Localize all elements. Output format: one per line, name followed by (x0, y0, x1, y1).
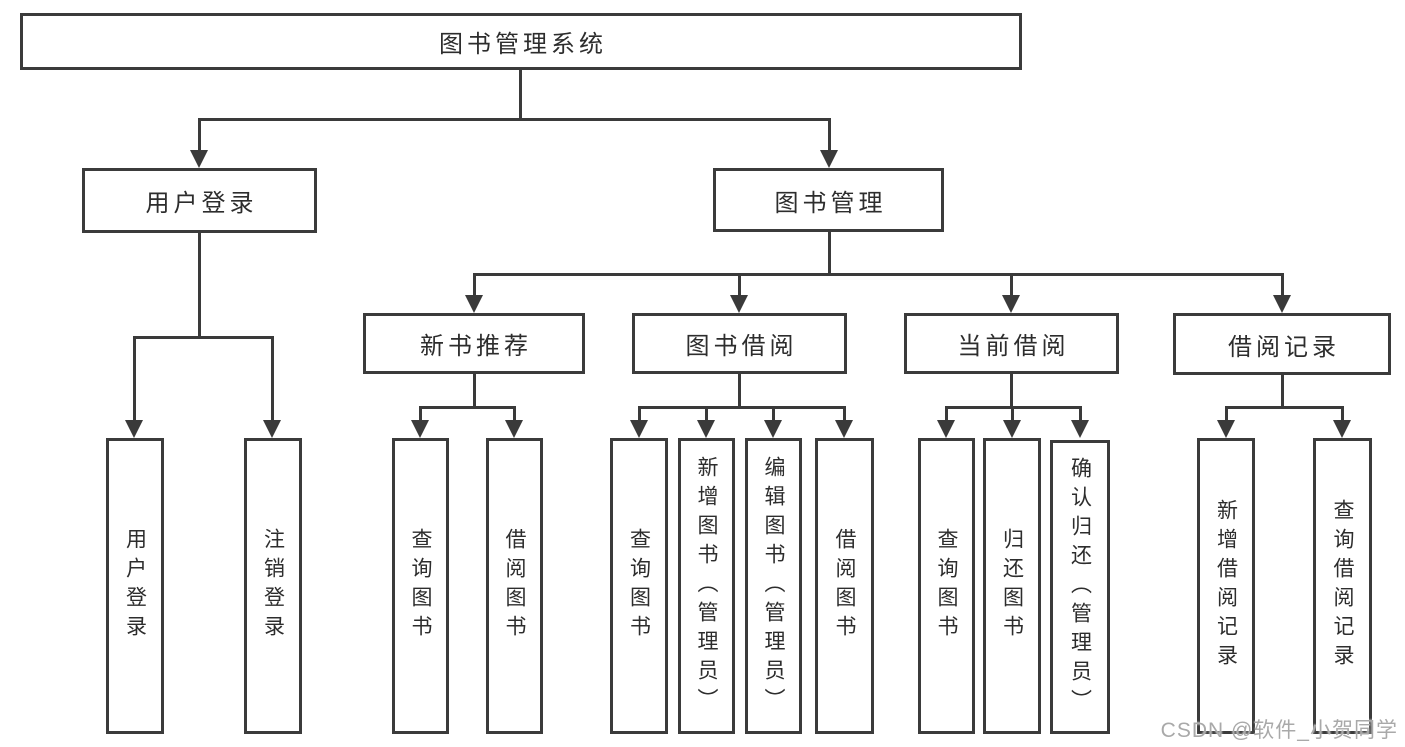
node-user-login: 用户登录 (82, 168, 317, 233)
node-label: 查询图书 (627, 528, 651, 644)
connector-line (1225, 406, 1228, 423)
arrow-down-icon (1217, 420, 1235, 438)
node-label: 借阅图书 (503, 528, 526, 644)
connector-line (419, 406, 516, 409)
node-label: 注销登录 (261, 528, 285, 644)
connector-line (828, 230, 831, 276)
leaf-add-borrow-record: 新增借阅记录 (1197, 438, 1255, 734)
node-label: 新增借阅记录 (1214, 499, 1238, 673)
connector-line (738, 372, 741, 409)
node-current-borrow: 当前借阅 (904, 313, 1119, 374)
connector-line (1010, 273, 1013, 297)
connector-line (638, 406, 641, 423)
connector-line (133, 336, 274, 339)
arrow-down-icon (411, 420, 429, 438)
node-borrow-records: 借阅记录 (1173, 313, 1391, 375)
arrow-down-icon (1273, 295, 1291, 313)
arrow-down-icon (190, 150, 208, 168)
leaf-user-login: 用户登录 (106, 438, 164, 734)
node-label: 新书推荐 (420, 333, 532, 360)
leaf-borrow-books-recommend: 借阅图书 (486, 438, 543, 734)
arrow-down-icon (465, 295, 483, 313)
connector-line (1281, 372, 1284, 409)
connector-line (419, 406, 422, 423)
leaf-borrow-books: 借阅图书 (815, 438, 874, 734)
node-label: 借阅记录 (1228, 333, 1340, 361)
connector-line (473, 372, 476, 409)
leaf-query-books-borrow: 查询图书 (610, 438, 668, 734)
node-label: 图书管理 (774, 189, 887, 217)
connector-line (513, 406, 516, 423)
arrow-down-icon (263, 420, 281, 438)
connector-line (638, 406, 846, 409)
node-label: 用户登录 (123, 528, 147, 644)
connector-line (1079, 406, 1082, 423)
connector-line (473, 273, 476, 297)
node-new-book-recommend: 新书推荐 (363, 313, 585, 374)
arrow-down-icon (1333, 420, 1351, 438)
node-book-management: 图书管理 (713, 168, 944, 232)
connector-line (473, 273, 1284, 276)
node-book-borrow: 图书借阅 (632, 313, 847, 374)
leaf-query-books-current: 查询图书 (918, 438, 975, 734)
arrow-down-icon (1071, 420, 1089, 438)
node-label: 编辑图书（管理员） (762, 455, 785, 717)
connector-line (1010, 372, 1013, 409)
arrow-down-icon (730, 295, 748, 313)
connector-line (843, 406, 846, 423)
node-label: 图书借阅 (685, 333, 798, 360)
node-label: 用户登录 (145, 190, 258, 217)
node-label: 当前借阅 (957, 333, 1070, 360)
watermark: CSDN @软件_小贺同学 (1160, 719, 1398, 742)
connector-line (705, 406, 708, 423)
arrow-down-icon (1002, 295, 1020, 313)
node-label: 归还图书 (1000, 528, 1024, 644)
connector-line (519, 67, 522, 120)
connector-line (271, 336, 274, 422)
arrow-down-icon (697, 420, 715, 438)
node-label: 新增图书（管理员） (695, 455, 718, 717)
arrow-down-icon (1003, 420, 1021, 438)
arrow-down-icon (937, 420, 955, 438)
connector-line (198, 118, 831, 121)
connector-line (198, 118, 201, 152)
leaf-add-book-admin: 新增图书（管理员） (678, 438, 735, 734)
connector-line (945, 406, 948, 423)
node-root: 图书管理系统 (20, 13, 1022, 70)
connector-line (772, 406, 775, 423)
connector-line (133, 336, 136, 422)
leaf-edit-book-admin: 编辑图书（管理员） (745, 438, 802, 734)
leaf-return-book: 归还图书 (983, 438, 1041, 734)
leaf-confirm-return-admin: 确认归还（管理员） (1050, 440, 1110, 734)
arrow-down-icon (505, 420, 523, 438)
arrow-down-icon (630, 420, 648, 438)
connector-line (738, 273, 741, 297)
node-label: 借阅图书 (833, 528, 856, 644)
connector-line (1225, 406, 1344, 409)
node-label: 查询借阅记录 (1331, 499, 1354, 673)
arrow-down-icon (764, 420, 782, 438)
arrow-down-icon (125, 420, 143, 438)
leaf-query-books-recommend: 查询图书 (392, 438, 449, 734)
node-label: 确认归还（管理员） (1068, 456, 1092, 718)
connector-line (1341, 406, 1344, 423)
arrow-down-icon (820, 150, 838, 168)
connector-line (1281, 273, 1284, 297)
arrow-down-icon (835, 420, 853, 438)
connector-line (828, 118, 831, 152)
leaf-logout: 注销登录 (244, 438, 302, 734)
connector-line (198, 231, 201, 338)
node-label: 查询图书 (935, 528, 958, 644)
node-label: 查询图书 (409, 528, 432, 644)
leaf-query-borrow-record: 查询借阅记录 (1313, 438, 1372, 734)
connector-line (1011, 406, 1014, 423)
node-label: 图书管理系统 (439, 31, 607, 58)
